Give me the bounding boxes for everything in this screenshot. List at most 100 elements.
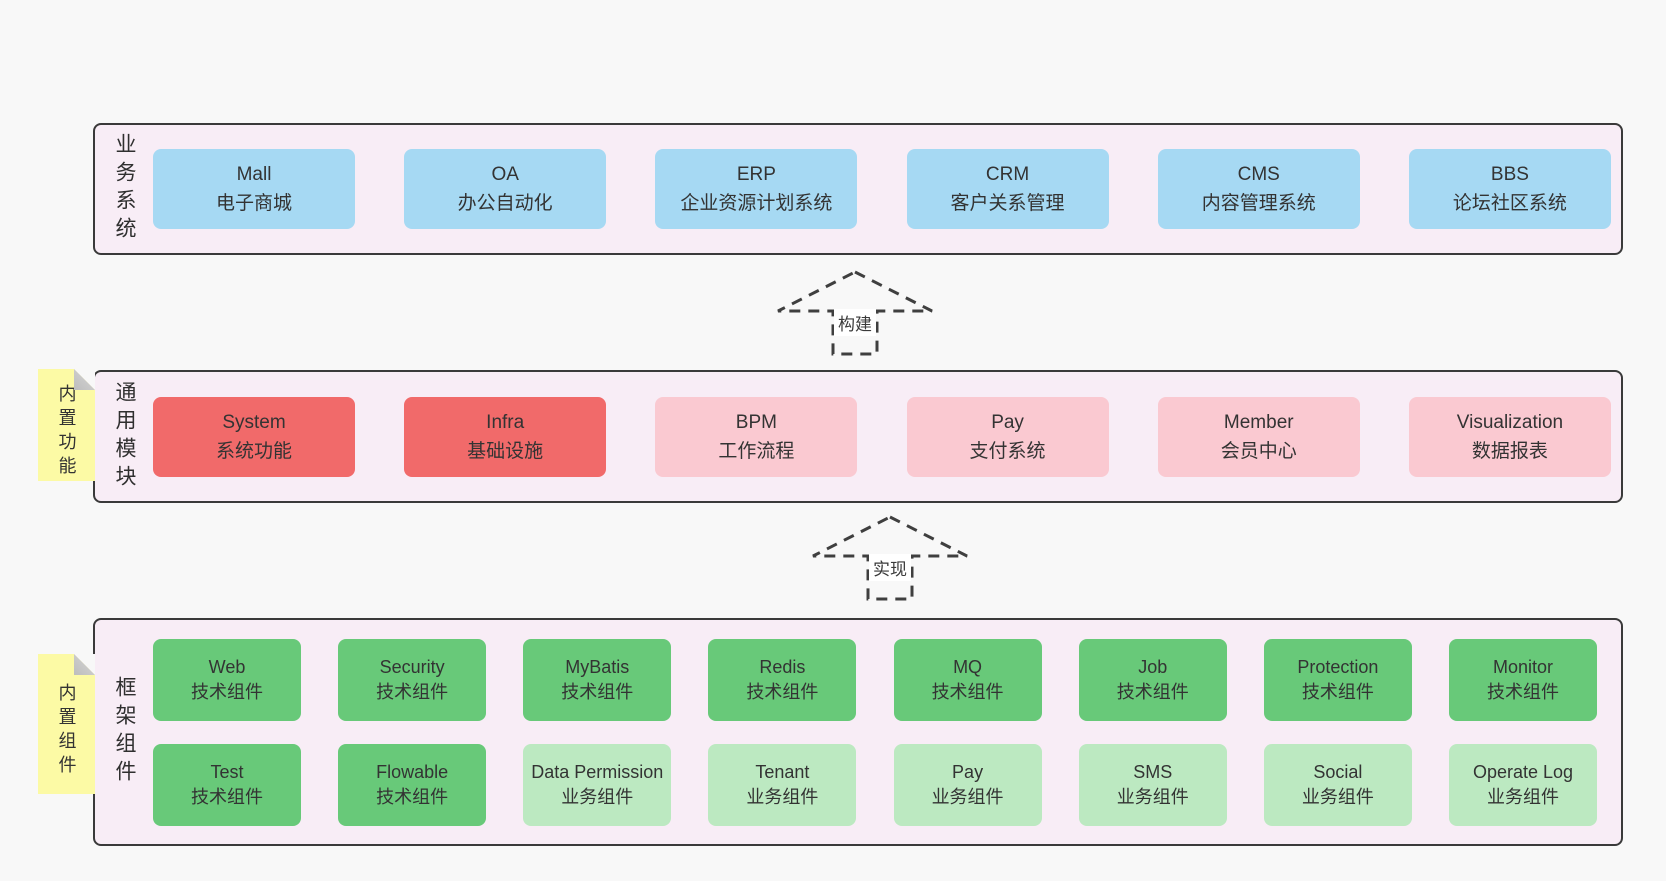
box-title: Mall [236,164,272,185]
box-title: CMS [1237,164,1280,185]
box-subtitle: 办公自动化 [457,193,553,214]
box-mq: MQ 技术组件 [893,638,1042,721]
box-job: Job 技术组件 [1078,638,1227,721]
box-subtitle: 技术组件 [191,786,263,807]
box-subtitle: 技术组件 [376,681,449,702]
box-title: SMS [1133,761,1173,782]
box-operate-log: Operate Log 业务组件 [1448,743,1597,826]
box-subtitle: 技术组件 [746,681,819,702]
box-title: Test [210,761,244,782]
box-mall: Mall 电子商城 [153,149,355,229]
box-subtitle: 系统功能 [215,440,292,462]
box-subtitle: 技术组件 [191,681,263,702]
box-monitor: Monitor 技术组件 [1448,638,1597,721]
box-pay-business: Pay 业务组件 [893,743,1042,826]
sticky-note-builtin-features: 内置功能 [38,369,95,481]
box-redis: Redis 技术组件 [708,638,857,721]
arrow-build: 构建 [775,269,935,357]
box-test: Test 技术组件 [153,743,301,826]
box-title: OA [491,164,519,185]
box-title: Pay [952,761,984,782]
box-member: Member 会员中心 [1157,396,1360,477]
arrow-build-label: 构建 [834,309,876,336]
box-subtitle: 技术组件 [1116,681,1189,702]
box-subtitle: 技术组件 [561,681,634,702]
box-cms: CMS 内容管理系统 [1157,149,1360,229]
box-title: Infra [486,411,525,433]
box-subtitle: 技术组件 [1486,681,1559,702]
box-social: Social 业务组件 [1263,743,1412,826]
box-protection: Protection 技术组件 [1263,638,1412,721]
box-web: Web 技术组件 [153,638,301,721]
box-title: Web [208,656,246,677]
box-subtitle: 业务组件 [746,786,819,807]
box-data-permission: Data Permission 业务组件 [523,743,672,826]
box-subtitle: 数据报表 [1471,440,1548,462]
box-system: System 系统功能 [153,396,355,477]
business-systems-row: Mall 电子商城 OA 办公自动化 ERP 企业资源计划系统 CRM 客户关系… [153,125,1611,253]
box-subtitle: 业务组件 [561,786,634,807]
box-mybatis: MyBatis 技术组件 [523,638,672,721]
box-title: CRM [985,164,1030,185]
box-visualization: Visualization 数据报表 [1408,396,1611,477]
box-title: Visualization [1456,411,1564,433]
box-subtitle: 内容管理系统 [1201,193,1316,214]
up-arrow-icon [812,515,968,601]
arrow-implement-label: 实现 [869,554,911,581]
box-subtitle: 技术组件 [1301,681,1374,702]
box-subtitle: 论坛社区系统 [1452,193,1567,214]
sticky-note-builtin-components: 内置组件 [38,654,95,794]
biz-components-row: Test 技术组件 Flowable 技术组件 Data Permission … [153,743,1597,826]
box-oa: OA 办公自动化 [404,149,607,229]
box-subtitle: 客户关系管理 [950,193,1065,214]
box-subtitle: 业务组件 [931,786,1004,807]
box-security: Security 技术组件 [338,638,487,721]
box-title: Redis [759,656,806,677]
arrow-implement: 实现 [810,514,970,602]
layer-common-modules-label: 通用模块 [113,380,136,493]
layer-business-systems-label: 业务系统 [113,133,136,245]
box-subtitle: 业务组件 [1486,786,1559,807]
box-subtitle: 支付系统 [969,440,1046,462]
box-subtitle: 基础设施 [467,440,544,462]
box-infra: Infra 基础设施 [404,396,607,477]
box-sms: SMS 业务组件 [1078,743,1227,826]
box-title: MyBatis [565,656,630,677]
box-title: BPM [735,411,777,433]
box-bbs: BBS 论坛社区系统 [1408,149,1611,229]
sticky-note-text: 内置功能 [56,384,77,480]
box-subtitle: 业务组件 [1116,786,1189,807]
layer-framework-components-label: 框架组件 [113,676,136,788]
box-title: Job [1138,656,1168,677]
up-arrow-icon [777,270,933,356]
box-title: BBS [1490,164,1529,185]
box-subtitle: 技术组件 [931,681,1004,702]
box-subtitle: 工作流程 [718,440,795,462]
common-modules-row: System 系统功能 Infra 基础设施 BPM 工作流程 Pay 支付系统… [153,372,1611,501]
box-title: Monitor [1492,656,1553,677]
framework-components-rows: Web 技术组件 Security 技术组件 MyBatis 技术组件 Redi… [153,620,1597,844]
box-title: MQ [953,656,983,677]
box-title: Member [1223,411,1294,433]
box-title: Protection [1297,656,1379,677]
box-subtitle: 企业资源计划系统 [680,193,833,214]
box-title: Social [1313,761,1363,782]
box-title: Data Permission [531,761,664,782]
tech-components-row: Web 技术组件 Security 技术组件 MyBatis 技术组件 Redi… [153,638,1597,721]
box-bpm: BPM 工作流程 [655,396,858,477]
box-title: Pay [991,411,1024,433]
layer-framework-components: 框架组件 Web 技术组件 Security 技术组件 MyBatis 技术组件… [93,618,1623,846]
box-title: Tenant [755,761,810,782]
box-pay-module: Pay 支付系统 [906,396,1109,477]
sticky-note-text: 内置组件 [56,683,77,779]
layer-common-modules: 通用模块 System 系统功能 Infra 基础设施 BPM 工作流程 Pay… [93,370,1623,503]
box-title: System [222,411,286,433]
box-title: Security [379,656,445,677]
box-tenant: Tenant 业务组件 [708,743,857,826]
box-crm: CRM 客户关系管理 [906,149,1109,229]
box-erp: ERP 企业资源计划系统 [655,149,858,229]
box-subtitle: 业务组件 [1301,786,1374,807]
box-title: ERP [736,164,776,185]
box-subtitle: 会员中心 [1220,440,1297,462]
